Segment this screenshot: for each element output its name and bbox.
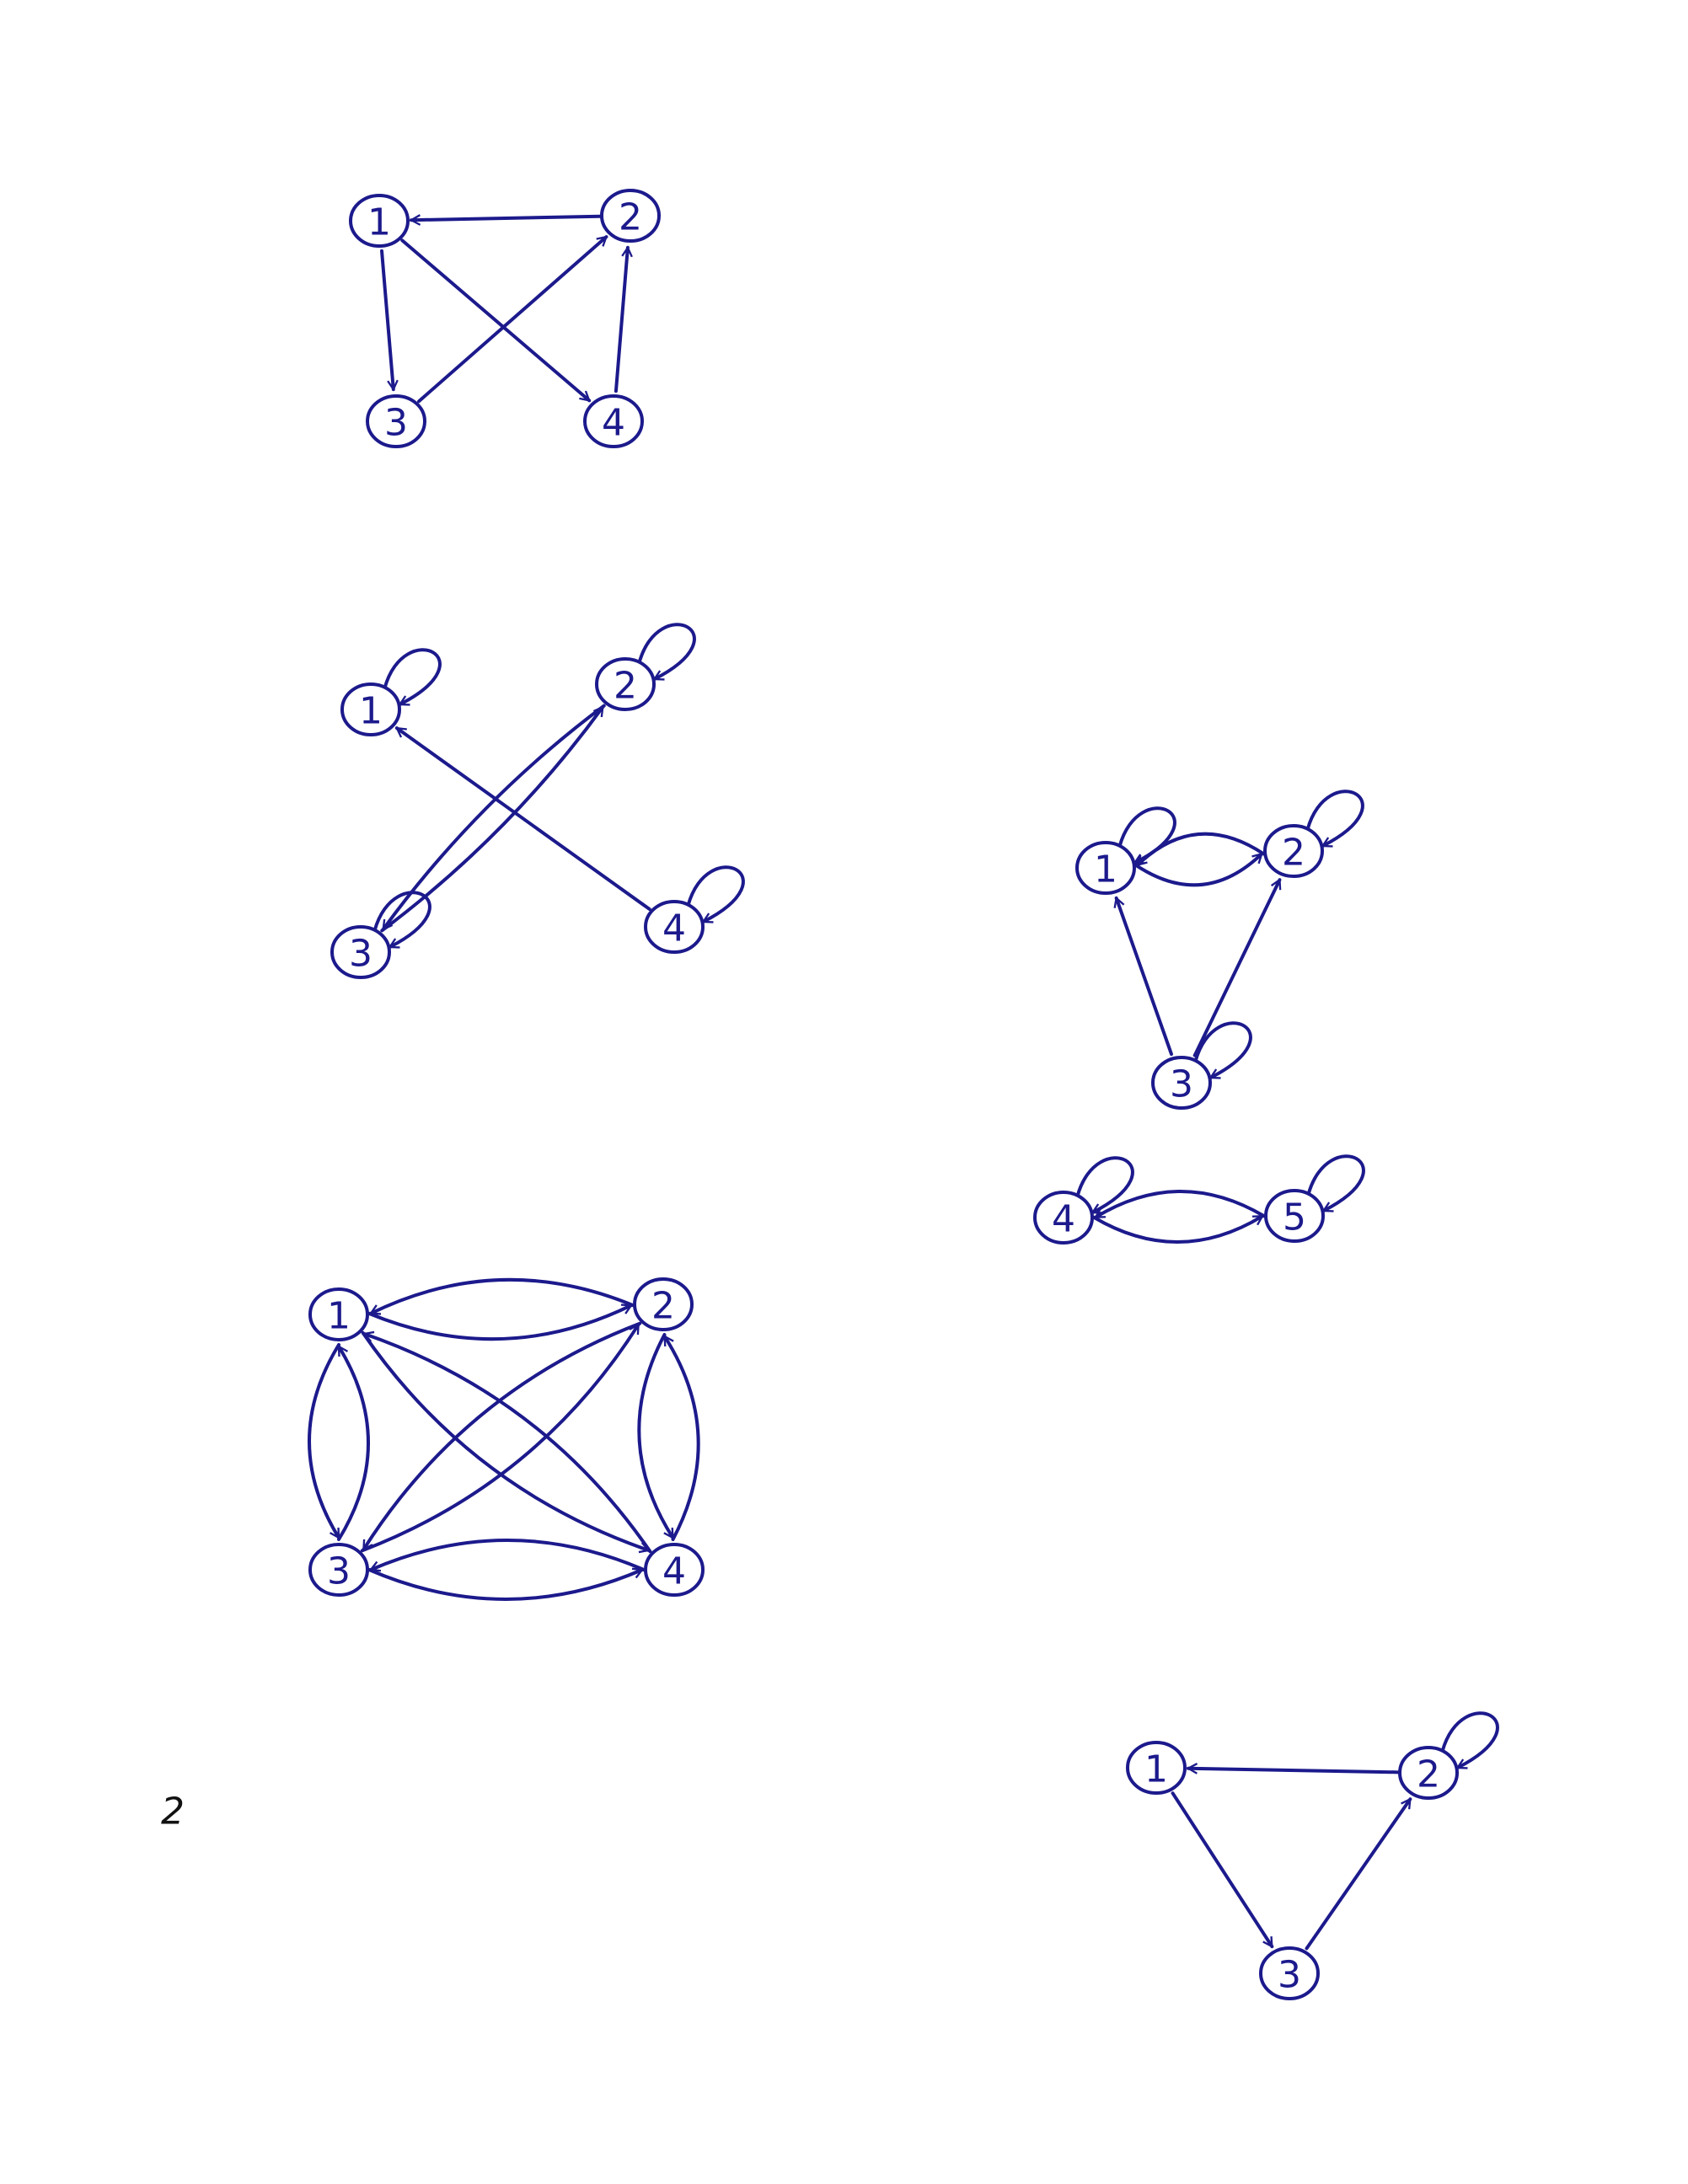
graph-e-node-3-label: 3 (1278, 1954, 1301, 1997)
graph-a-node-3-circle (366, 394, 426, 448)
graph-e-edge-3-to-2 (1305, 1797, 1412, 1951)
graph-c-node-3-circle (1151, 1056, 1212, 1110)
graph-a: 1 2 3 4 (349, 189, 661, 448)
graph-c-edge-1-to-2 (1133, 852, 1264, 887)
graph-b-node-4-label: 4 (662, 907, 686, 950)
graph-d-node-1-label: 1 (327, 1295, 351, 1338)
graph-e-node-1-label: 1 (1144, 1748, 1168, 1791)
graph-b-node-2-label: 2 (614, 665, 637, 708)
graph-a-edge-3-to-2 (417, 235, 608, 404)
graph-b-edge-loop-1 (383, 648, 442, 706)
graph-b: 1 2 3 4 (330, 623, 745, 979)
graph-d-node-4-circle (644, 1543, 705, 1597)
graph-b-edge-loop-3 (372, 891, 431, 949)
graph-c-edge-5-to-4 (1096, 1190, 1266, 1219)
graph-b-node-2-circle (595, 657, 656, 711)
graph-c-edge-4-to-5 (1092, 1214, 1262, 1244)
graph-d-node-2-circle (633, 1277, 694, 1331)
graph-c-node-1-circle (1075, 841, 1136, 895)
graph-c-edge-loop-5 (1306, 1154, 1365, 1212)
graph-c-node-2-label: 2 (1282, 832, 1305, 875)
graph-b-node-3-label: 3 (349, 933, 372, 976)
graph-a-node-3-label: 3 (384, 402, 408, 445)
graph-e-node-2-circle (1398, 1746, 1459, 1800)
graph-e-node-1-circle (1126, 1741, 1187, 1795)
graph-c-node-5-label: 5 (1283, 1196, 1306, 1239)
graph-b-node-4-circle (644, 900, 705, 954)
graph-d-node-3-circle (308, 1543, 369, 1597)
graph-e: 1 2 3 (1126, 1711, 1499, 2000)
graph-c-edge-loop-2 (1305, 790, 1364, 848)
graph-c-node-1-label: 1 (1094, 848, 1117, 891)
graph-d-edge-4-to-2 (662, 1336, 700, 1542)
graph-d-edge-3-to-4 (367, 1570, 642, 1601)
graph-d-edge-4-to-3 (371, 1539, 646, 1570)
graph-c-node-3-label: 3 (1170, 1063, 1193, 1106)
graph-c-node-4-label: 4 (1052, 1198, 1075, 1241)
graph-d-node-1-circle (308, 1287, 369, 1341)
graph-d-edge-1-to-4 (361, 1330, 649, 1550)
page-number-label: 2 (161, 1791, 185, 1833)
graph-b-edge-4-to-1 (394, 726, 651, 912)
graph-d-node-4-label: 4 (662, 1550, 686, 1593)
graph-b-node-1-circle (340, 682, 401, 736)
graph-d-edge-3-to-1 (337, 1346, 370, 1541)
graph-e-edge-1-to-3 (1171, 1791, 1274, 1946)
graph-d-edge-2-to-4 (637, 1332, 675, 1538)
graph-c-edge-loop-4 (1075, 1156, 1134, 1214)
graph-c-edge-2-to-1 (1135, 832, 1266, 867)
graph-b-edge-3-to-2 (380, 705, 605, 933)
graph-e-edge-loop-2 (1440, 1711, 1499, 1769)
graph-d-node-2-label: 2 (651, 1285, 675, 1328)
graph-e-node-3-circle (1259, 1946, 1320, 2000)
graph-d-edge-3-to-2 (360, 1325, 640, 1553)
graph-c: 1 2 3 4 5 (1033, 790, 1365, 1245)
graph-c-edge-loop-3 (1193, 1021, 1252, 1079)
graph-a-edge-1-to-3 (380, 249, 394, 389)
graph-a-edge-4-to-2 (614, 248, 628, 393)
graph-c-node-5-circle (1264, 1189, 1325, 1243)
graph-a-node-2-circle (600, 189, 661, 243)
graph-d-edge-2-to-1 (371, 1277, 635, 1315)
graph-d-node-3-label: 3 (327, 1550, 351, 1593)
graph-c-node-2-circle (1263, 824, 1324, 878)
graph-a-node-4-label: 4 (602, 402, 625, 445)
graph-d-edge-1-to-3 (308, 1343, 340, 1538)
graph-c-node-4-circle (1033, 1191, 1094, 1245)
graph-b-edge-loop-4 (686, 865, 745, 923)
graph-d-edge-2-to-3 (362, 1321, 642, 1550)
graph-e-node-2-label: 2 (1417, 1753, 1440, 1796)
graph-d: 1 2 3 4 (308, 1277, 705, 1601)
graph-a-node-2-label: 2 (619, 196, 642, 239)
graph-c-edge-3-to-1 (1117, 898, 1174, 1057)
graph-b-edge-loop-2 (637, 623, 696, 681)
graph-b-node-1-label: 1 (359, 690, 383, 733)
graph-d-edge-1-to-2 (367, 1303, 631, 1341)
graph-b-node-3-circle (330, 925, 391, 979)
graph-a-node-4-circle (583, 394, 644, 448)
graph-a-node-1-label: 1 (367, 201, 391, 244)
graph-b-edge-2-to-3 (381, 704, 606, 931)
graph-c-edge-3-to-2 (1192, 880, 1282, 1057)
graph-a-edge-2-to-1 (411, 217, 603, 221)
graph-a-node-1-circle (349, 194, 410, 248)
graph-e-edge-2-to-1 (1188, 1769, 1401, 1773)
graph-d-edge-4-to-1 (364, 1334, 652, 1554)
graph-a-edge-1-to-4 (400, 238, 592, 403)
